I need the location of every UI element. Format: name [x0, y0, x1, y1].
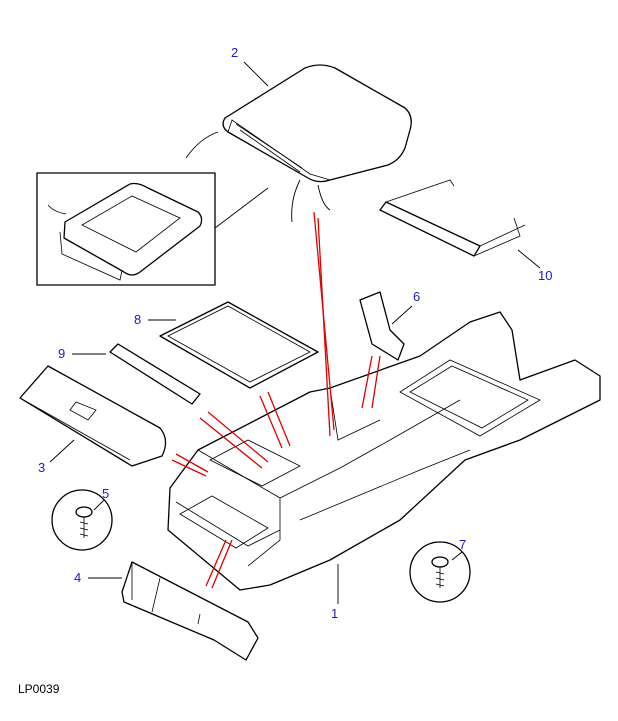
inset-detail-box — [36, 172, 269, 286]
callout-4: 4 — [74, 570, 82, 585]
part-5-screw-detail[interactable] — [51, 489, 113, 551]
callout-1: 1 — [331, 606, 339, 621]
part-7-screw-detail[interactable] — [409, 541, 471, 603]
callout-3: 3 — [38, 460, 46, 475]
part-10-hinge[interactable] — [379, 179, 541, 269]
callout-7: 7 — [459, 537, 467, 552]
part-4-tray[interactable] — [88, 561, 259, 661]
part-8-pad[interactable] — [148, 301, 319, 389]
part-3-cover[interactable] — [19, 365, 167, 467]
part-2-armrest-lid[interactable] — [185, 64, 412, 223]
callout-9: 9 — [58, 346, 66, 361]
callout-8: 8 — [134, 312, 142, 327]
callout-2: 2 — [231, 45, 239, 60]
diagram-reference-code: LP0039 — [18, 682, 60, 696]
assembly-guide-lines — [171, 211, 381, 589]
part-9-strip[interactable] — [72, 343, 201, 405]
callout-6: 6 — [413, 289, 421, 304]
part-6-bracket[interactable] — [359, 291, 413, 361]
callout-5: 5 — [102, 486, 110, 501]
part-1-console[interactable] — [167, 311, 601, 604]
callout-10: 10 — [538, 268, 553, 283]
